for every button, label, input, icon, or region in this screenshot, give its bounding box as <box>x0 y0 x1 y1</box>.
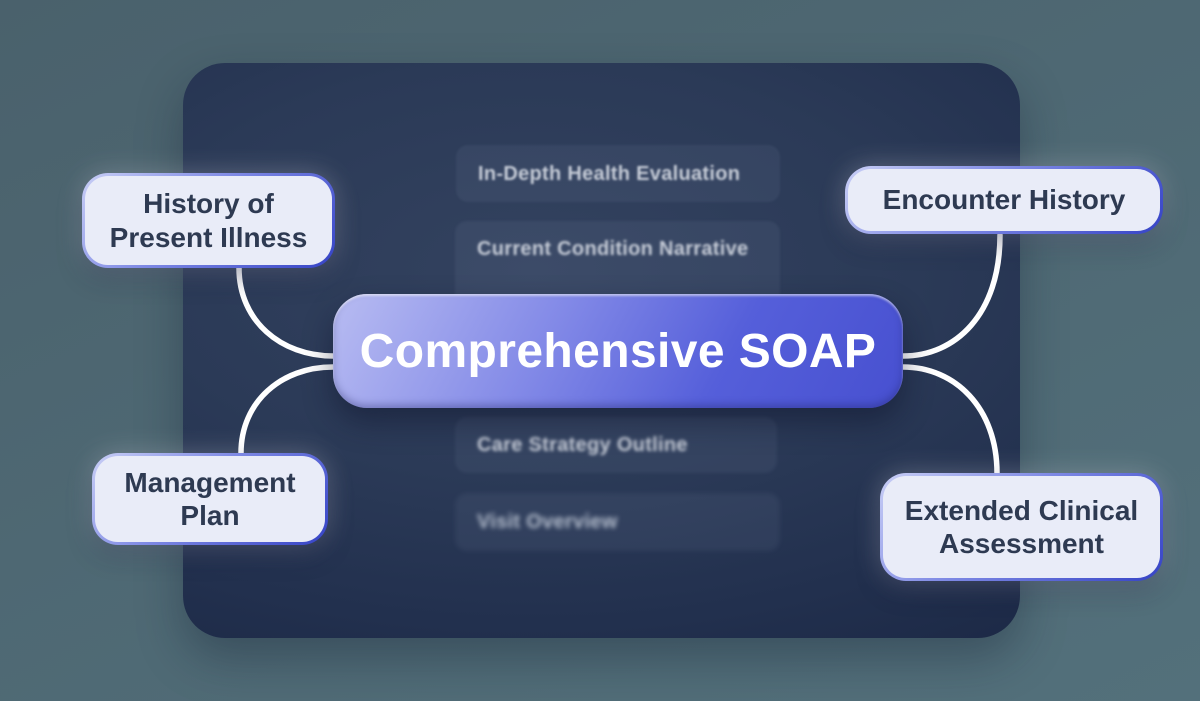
background-item-label: In-Depth Health Evaluation <box>478 162 741 185</box>
background-item-label: Visit Overview <box>477 511 618 533</box>
background-item-condition-narrative: Current Condition Narrative <box>455 221 780 305</box>
branch-extended-clinical-assessment[interactable]: Extended Clinical Assessment <box>880 473 1163 581</box>
background-item-label: Care Strategy Outline <box>477 434 688 456</box>
branch-label: Extended Clinical Assessment <box>904 494 1139 559</box>
branch-label: Encounter History <box>882 184 1126 216</box>
background-item-visit-overview: Visit Overview <box>455 493 780 551</box>
branch-history-of-present-illness[interactable]: History of Present Illness <box>82 173 335 268</box>
branch-management-plan[interactable]: Management Plan <box>92 453 328 545</box>
background-item-care-strategy: Care Strategy Outline <box>455 417 777 473</box>
background-item-health-evaluation: In-Depth Health Evaluation <box>456 145 780 202</box>
center-node-comprehensive-soap[interactable]: Comprehensive SOAP <box>333 294 903 408</box>
center-node-label: Comprehensive SOAP <box>359 324 877 378</box>
branch-encounter-history[interactable]: Encounter History <box>845 166 1163 234</box>
background-item-label: Current Condition Narrative <box>477 238 749 260</box>
branch-label: History of Present Illness <box>109 188 308 253</box>
branch-label: Management Plan <box>124 466 296 531</box>
